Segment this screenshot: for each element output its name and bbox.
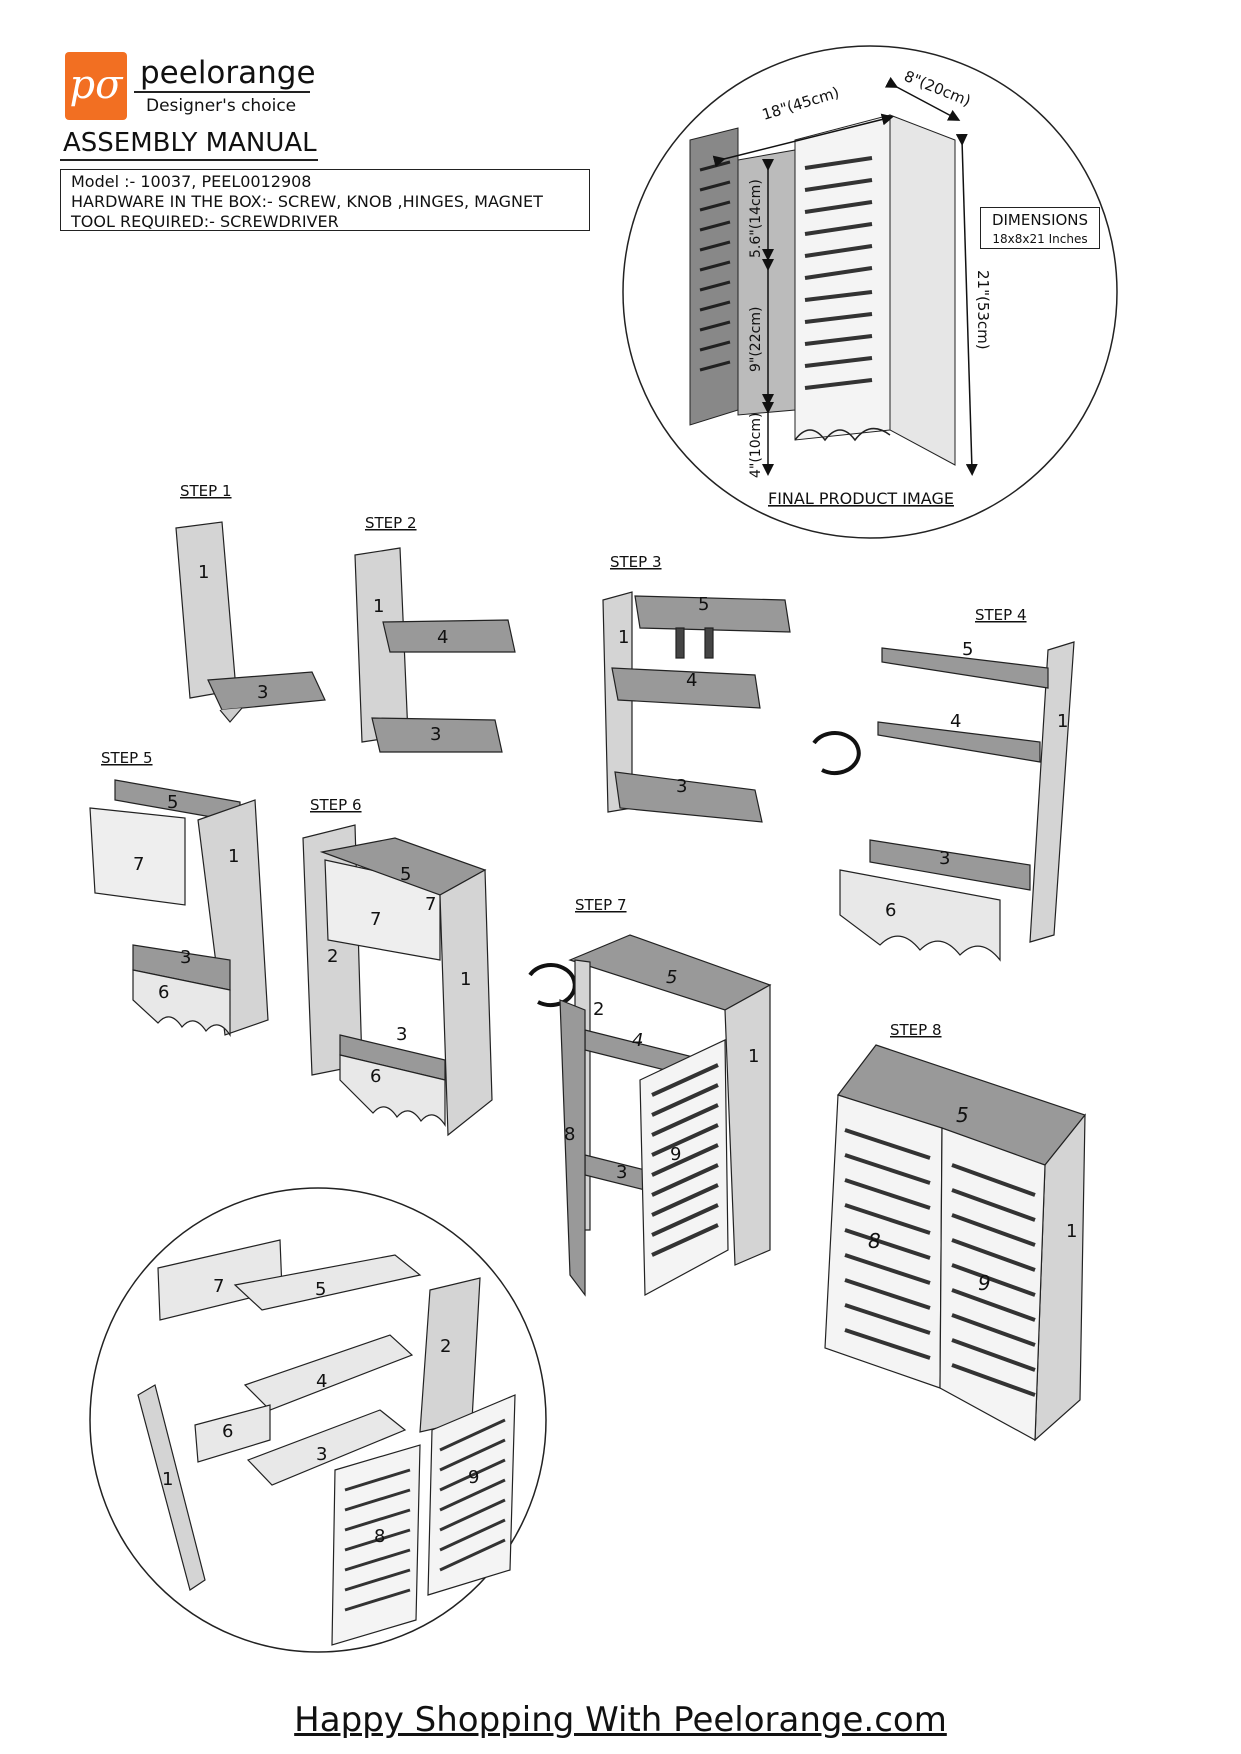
final-product-diagram: 18"(45cm) 8"(20cm) 21"(53cm) 5.6"(14cm) … (622, 45, 1118, 539)
part-8-label: 8 (564, 1124, 575, 1145)
step-4-label: STEP 4 (975, 606, 1027, 624)
dimensions-box: DIMENSIONS 18x8x21 Inches (980, 207, 1100, 249)
dim-height-label: 21"(53cm) (974, 270, 992, 350)
dim-width-label: 18"(45cm) (760, 83, 841, 123)
step-6-label: STEP 6 (310, 796, 362, 814)
part-9-label: 9 (670, 1144, 681, 1165)
part-9-label: 9 (468, 1467, 479, 1488)
part-1-label: 1 (1066, 1221, 1077, 1242)
model-text: Model :- 10037, PEEL0012908 (71, 172, 312, 191)
step-8-label: STEP 8 (890, 1021, 942, 1039)
footer-text: Happy Shopping With Peelorange.com (294, 1700, 947, 1740)
step-2-label: STEP 2 (365, 514, 417, 532)
part-3-label: 3 (939, 848, 950, 869)
part-5-label: 5 (167, 792, 178, 813)
part-4-label: 4 (686, 670, 697, 691)
brand-tagline: Designer's choice (146, 96, 297, 116)
part-5-label: 5 (400, 864, 411, 885)
part-1-label: 1 (618, 627, 629, 648)
part-2-label: 2 (327, 946, 338, 967)
part-1-label: 1 (748, 1046, 759, 1067)
manual-title: ASSEMBLY MANUAL (63, 128, 317, 158)
step-1-label: STEP 1 (180, 482, 232, 500)
dim-base-label: 4"(10cm) (748, 413, 764, 478)
rotate-icon (528, 731, 861, 1008)
part-1-label: 1 (198, 562, 209, 583)
hardware-text: HARDWARE IN THE BOX:- SCREW, KNOB ,HINGE… (71, 192, 543, 211)
part-2-label: 2 (593, 999, 604, 1020)
part-7-label: 7 (370, 909, 381, 930)
part-6-label: 6 (222, 1421, 233, 1442)
part-4-label: 4 (950, 711, 961, 732)
part-1-label: 1 (460, 969, 471, 990)
part-5-label: 5 (698, 594, 709, 615)
step-7-diagram: 5 2 4 1 8 9 3 (559, 934, 772, 1297)
part-7-label: 7 (213, 1276, 224, 1297)
step-3-diagram: 1 5 4 3 (602, 591, 791, 823)
part-1-label: 1 (1057, 711, 1068, 732)
part-4-label: 4 (316, 1371, 327, 1392)
part-3-label: 3 (616, 1162, 627, 1183)
step-8-diagram: 5 8 9 1 (824, 1044, 1087, 1442)
part-3-label: 3 (430, 724, 441, 745)
dim-depth-label: 8"(20cm) (902, 67, 974, 110)
step-2-diagram: 1 4 3 (354, 547, 516, 753)
part-2-label: 2 (440, 1336, 451, 1357)
step-5-diagram: 5 7 1 3 6 (89, 779, 269, 1037)
title-underline (60, 159, 318, 161)
part-7-label: 7 (425, 894, 436, 915)
part-5-label: 5 (315, 1279, 326, 1300)
final-product-caption: FINAL PRODUCT IMAGE (768, 489, 954, 508)
part-6-label: 6 (370, 1066, 381, 1087)
exploded-view-diagram: 7 5 2 4 6 3 1 9 8 (89, 1187, 547, 1653)
info-box: Model :- 10037, PEEL0012908 HARDWARE IN … (60, 169, 590, 231)
part-4-label: 4 (632, 1030, 643, 1051)
part-1-label: 1 (228, 846, 239, 867)
part-4-label: 4 (437, 627, 448, 648)
brand-logo: pσ (65, 52, 127, 120)
part-3-label: 3 (257, 682, 268, 703)
part-3-label: 3 (676, 776, 687, 797)
part-3-label: 3 (180, 947, 191, 968)
part-5-label: 5 (666, 967, 677, 988)
step-7-label: STEP 7 (575, 896, 627, 914)
dimensions-label: DIMENSIONS (991, 211, 1089, 229)
part-1-label: 1 (373, 596, 384, 617)
part-5-label: 5 (956, 1103, 969, 1127)
brand-name: peelorange (140, 55, 316, 91)
step-4-diagram: 5 4 1 3 6 (839, 639, 1075, 962)
part-6-label: 6 (158, 982, 169, 1003)
brand-underline (134, 91, 310, 93)
dimensions-value: 18x8x21 Inches (992, 232, 1088, 246)
step-6-diagram: 5 7 7 2 1 3 6 (302, 824, 493, 1137)
dim-shelf2-label: 9"(22cm) (748, 307, 764, 372)
part-5-label: 5 (962, 639, 973, 660)
step-5-label: STEP 5 (101, 749, 153, 767)
part-6-label: 6 (885, 900, 896, 921)
part-7-label: 7 (133, 854, 144, 875)
step-3-label: STEP 3 (610, 553, 662, 571)
part-8-label: 8 (868, 1229, 881, 1253)
part-9-label: 9 (978, 1271, 991, 1295)
part-3-label: 3 (396, 1024, 407, 1045)
part-1-label: 1 (162, 1469, 173, 1490)
part-8-label: 8 (374, 1526, 385, 1547)
part-3-label: 3 (316, 1444, 327, 1465)
dim-shelf1-label: 5.6"(14cm) (748, 179, 764, 258)
step-1-diagram: 1 3 (175, 521, 326, 723)
tool-text: TOOL REQUIRED:- SCREWDRIVER (71, 212, 339, 231)
